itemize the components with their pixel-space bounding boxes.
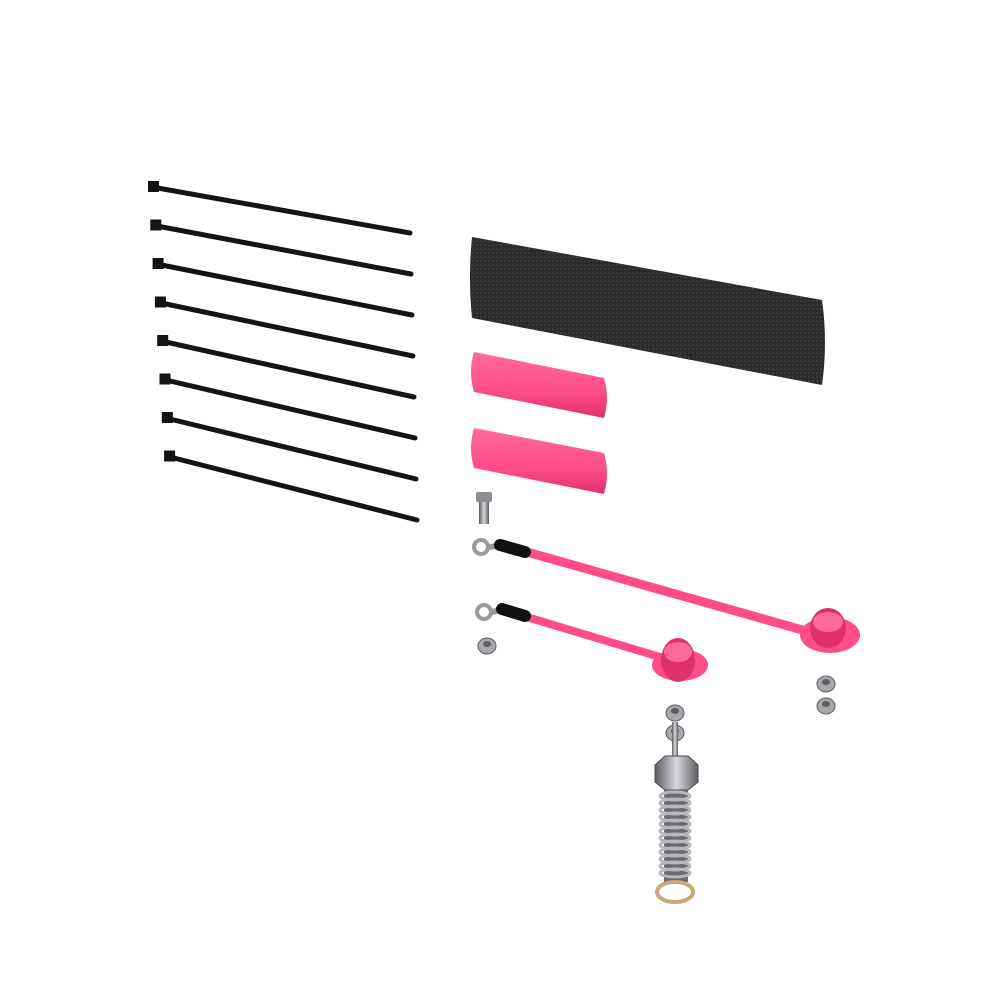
nut [477, 637, 497, 655]
nut [816, 675, 836, 693]
cable-ties [148, 181, 420, 523]
pink-battery-cable-long [472, 538, 860, 653]
spring [658, 790, 692, 879]
valve-spring-assembly [654, 722, 699, 904]
black-braided-sleeve [470, 237, 825, 385]
cable-tie [152, 258, 415, 318]
cable-tie [161, 412, 419, 482]
cable-tie [154, 296, 416, 359]
pink-battery-cable-short [475, 603, 708, 682]
cable-tie [164, 450, 420, 523]
pink-heat-shrink-tube-1 [471, 352, 607, 418]
nut [665, 704, 685, 722]
pink-heat-shrink-tube-2 [471, 428, 607, 494]
cable-tie [157, 335, 417, 400]
nut [816, 697, 836, 715]
cable-tie [148, 181, 413, 236]
cable-tie [150, 219, 414, 277]
bolt [476, 492, 492, 524]
cable-tie [159, 373, 418, 441]
washer [655, 880, 695, 904]
